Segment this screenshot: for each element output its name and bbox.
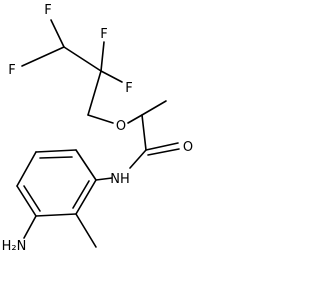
ring-inner-bond-3 bbox=[23, 185, 41, 212]
bond-n-ring bbox=[95, 177, 113, 181]
bond-carbonyl-double-1 bbox=[145, 142, 179, 151]
ring-inner-bond-2 bbox=[72, 180, 90, 209]
ring-bond-5 bbox=[35, 213, 77, 217]
bond-ring-amine bbox=[23, 215, 37, 239]
bond-carbonyl-n bbox=[129, 149, 147, 169]
bond-chf2-cf2 bbox=[63, 46, 102, 72]
oxygen-carbonyl-label: O bbox=[183, 140, 193, 155]
bond-ring-methyl bbox=[75, 213, 97, 248]
bond-ch-methyl bbox=[141, 100, 167, 116]
ring-bond-2 bbox=[35, 149, 77, 153]
amine-h2n-label: H₂N bbox=[2, 239, 27, 254]
ring-bond-4 bbox=[16, 185, 37, 217]
bond-carbonyl-double-2 bbox=[147, 148, 180, 156]
oxygen-ether-label: O bbox=[116, 119, 126, 134]
bond-cf2-f-right-top bbox=[100, 41, 105, 72]
fluorine-label-right-bottom: F bbox=[125, 81, 132, 96]
bond-ch-carbonyl bbox=[141, 114, 147, 151]
fluorine-label-right-top: F bbox=[100, 27, 107, 42]
bond-ch2-o bbox=[87, 114, 114, 124]
atom-labels: F F F F O O NH H₂N bbox=[2, 3, 193, 254]
bond-cf2-f-right-bottom bbox=[100, 70, 123, 83]
fluorine-label-left: F bbox=[8, 63, 15, 78]
bond-chf2-f-top bbox=[50, 19, 65, 48]
ring-inner-bond-1 bbox=[39, 156, 73, 159]
bond-chf2-f-left bbox=[21, 46, 65, 67]
ring-bond-6 bbox=[75, 179, 97, 215]
amide-nh-label: NH bbox=[110, 172, 130, 187]
bond-cf2-ch2 bbox=[87, 70, 102, 116]
bonds bbox=[16, 19, 180, 248]
fluorine-label-top: F bbox=[44, 3, 51, 18]
ring-bond-1 bbox=[75, 149, 97, 181]
bond-o-ch bbox=[127, 114, 143, 124]
ring-bond-3 bbox=[16, 151, 37, 187]
structure-diagram: F F F F O O NH H₂N bbox=[2, 3, 193, 254]
